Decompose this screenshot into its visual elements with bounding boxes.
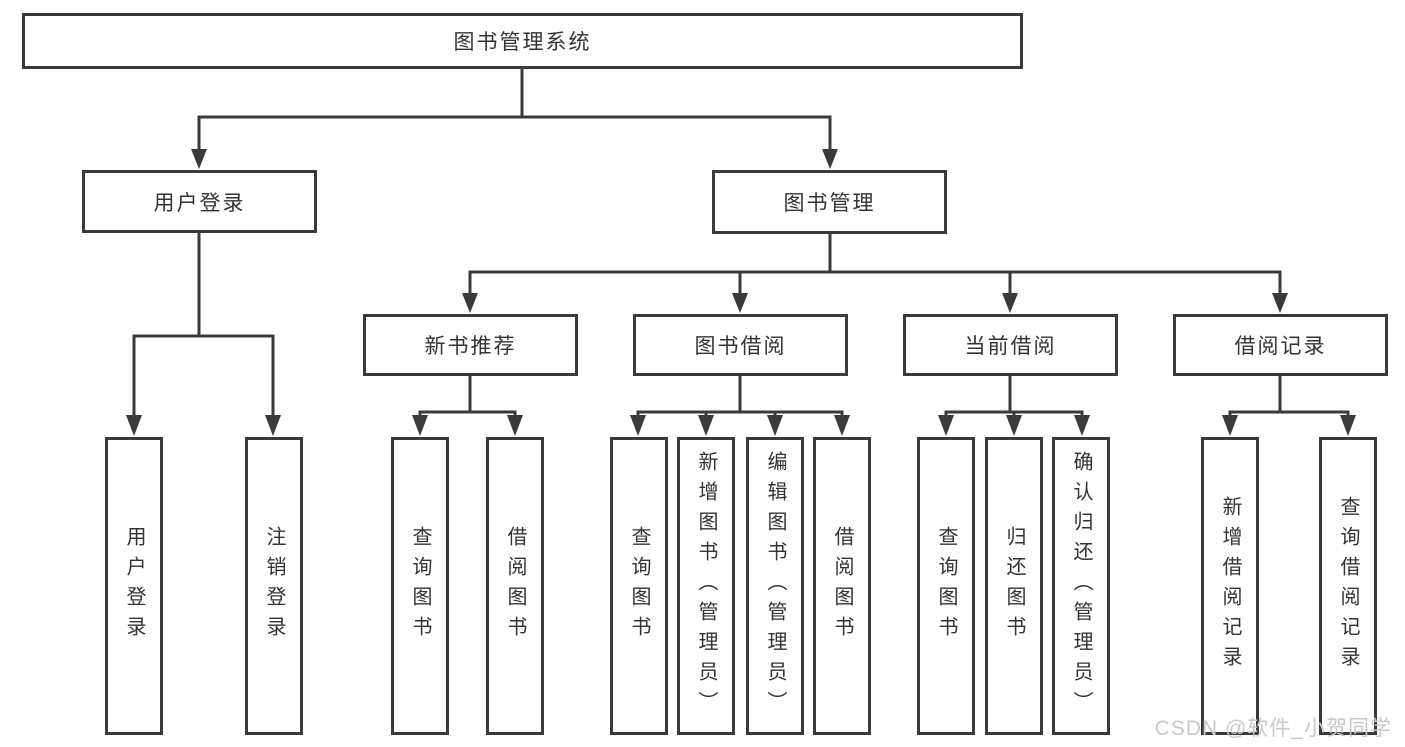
arrowhead xyxy=(698,415,714,436)
node-user-login: 用户登录 xyxy=(82,170,317,233)
leaf-borrowing-edit-book-admin: 编辑图书（管理员） xyxy=(746,437,804,735)
arrowhead xyxy=(1002,293,1018,313)
leaf-user-login: 用户登录 xyxy=(105,437,163,735)
leaf-recommend-query-book: 查询图书 xyxy=(391,437,449,735)
arrowhead xyxy=(462,293,478,313)
leaf-current-confirm-return-admin: 确认归还（管理员） xyxy=(1052,437,1110,735)
arrowhead xyxy=(126,415,142,436)
node-library-management-system: 图书管理系统 xyxy=(22,13,1023,69)
watermark: CSDN @软件_小贺同学 xyxy=(1154,717,1392,740)
arrowhead xyxy=(507,415,523,436)
node-book-management: 图书管理 xyxy=(712,170,947,234)
leaf-borrowing-query-book: 查询图书 xyxy=(610,437,668,735)
arrowhead xyxy=(630,415,646,436)
connector-borrowing-to-leaves xyxy=(630,376,850,436)
leaf-current-return-book: 归还图书 xyxy=(985,437,1043,735)
connector-book-management-to-level3 xyxy=(462,234,1288,313)
arrowhead xyxy=(1340,415,1356,436)
connector-current-to-leaves xyxy=(938,376,1090,436)
connector-root-to-level2 xyxy=(191,69,838,169)
arrowhead xyxy=(938,415,954,436)
leaf-borrowing-add-book-admin: 新增图书（管理员） xyxy=(677,437,735,735)
arrowhead xyxy=(834,415,850,436)
arrowhead xyxy=(265,415,281,436)
leaf-logout-login: 注销登录 xyxy=(245,437,303,735)
arrowhead xyxy=(1006,415,1022,436)
arrowhead xyxy=(412,415,428,436)
connector-records-to-leaves xyxy=(1222,376,1356,436)
node-borrowing-records: 借阅记录 xyxy=(1173,314,1388,376)
leaf-records-add-borrow-record: 新增借阅记录 xyxy=(1201,437,1259,735)
leaf-current-query-book: 查询图书 xyxy=(917,437,975,735)
arrowhead xyxy=(1222,415,1238,436)
node-book-borrowing: 图书借阅 xyxy=(633,314,848,376)
connector-recommend-to-leaves xyxy=(412,376,523,436)
arrowhead xyxy=(1074,415,1090,436)
node-new-book-recommend: 新书推荐 xyxy=(363,314,578,376)
arrowhead xyxy=(767,415,783,436)
connector-user-login-to-leaves xyxy=(126,233,281,436)
leaf-borrowing-borrow-book: 借阅图书 xyxy=(813,437,871,735)
node-current-borrowing: 当前借阅 xyxy=(903,314,1118,376)
arrowhead xyxy=(1272,293,1288,313)
arrowhead xyxy=(191,149,207,169)
arrowhead xyxy=(822,149,838,169)
arrowhead xyxy=(732,293,748,313)
leaf-recommend-borrow-book: 借阅图书 xyxy=(486,437,544,735)
leaf-records-query-borrow-record: 查询借阅记录 xyxy=(1319,437,1377,735)
